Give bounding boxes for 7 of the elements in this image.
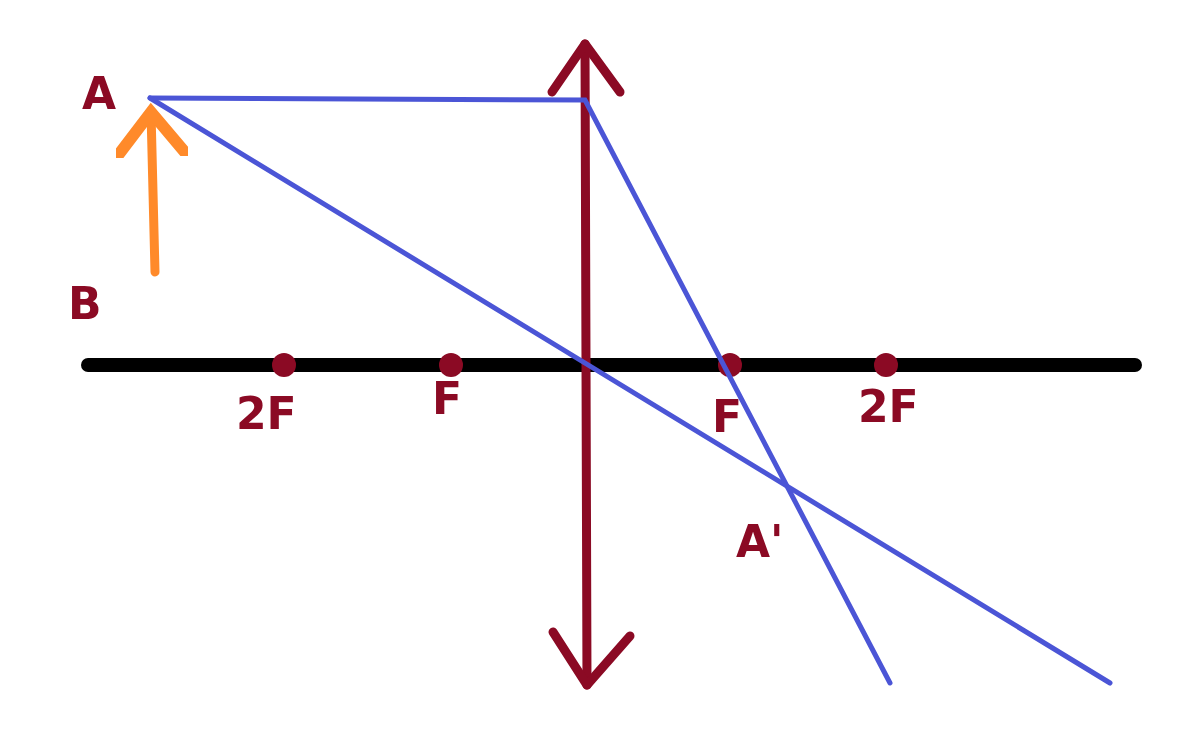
focal-point-label: F	[432, 377, 463, 421]
image-point-label: A'	[736, 520, 784, 564]
focal-point-label: F	[712, 395, 743, 439]
focal-point-label: 2F	[858, 385, 919, 429]
focal-point-label: 2F	[236, 392, 297, 436]
point-label: A	[82, 72, 117, 116]
point-label: B	[68, 282, 102, 326]
